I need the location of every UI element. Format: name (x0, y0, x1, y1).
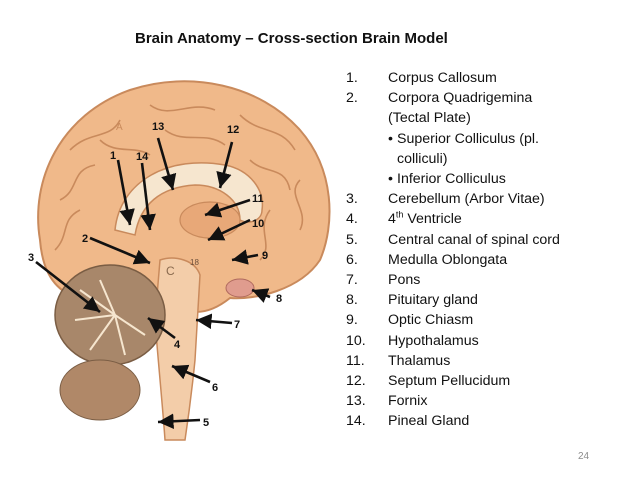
legend-item: 1. Corpus Callosum (346, 68, 636, 88)
legend-number: 4. (346, 211, 358, 228)
model-letter-c: C (166, 264, 175, 278)
callout-4: 4 (174, 339, 181, 351)
legend-label: Septum Pellucidum (388, 373, 511, 390)
callout-arrows (35, 137, 271, 430)
legend-label: 4th Ventricle (388, 209, 462, 228)
legend-number: 1. (346, 70, 358, 86)
callout-3: 3 (28, 252, 34, 264)
model-number-18: 18 (190, 258, 199, 267)
legend-label: Central canal of spinal cord (388, 231, 560, 248)
legend-label: Fornix (388, 393, 428, 410)
legend-continuation: (Tectal Plate) (388, 110, 471, 127)
callout-8: 8 (276, 293, 282, 305)
slide-title: Brain Anatomy – Cross-section Brain Mode… (135, 30, 448, 47)
callout-12: 12 (227, 124, 239, 136)
legend-item: 2. Corpora Quadrigemina (346, 88, 636, 108)
legend-label-rest: Ventricle (403, 211, 462, 228)
legend-number: 7. (346, 272, 358, 289)
structure-legend: 1. Corpus Callosum 2. Corpora Quadrigemi… (346, 68, 636, 432)
callout-1: 1 (110, 150, 116, 162)
legend-label: Thalamus (388, 352, 451, 369)
legend-item: 5. Central canal of spinal cord (346, 230, 636, 250)
legend-label: Cerebellum (Arbor Vitae) (388, 191, 545, 208)
legend-item: 13. Fornix (346, 391, 636, 411)
legend-number: 11. (346, 352, 365, 369)
legend-item: 8. Pituitary gland (346, 290, 636, 310)
callout-10: 10 (252, 218, 264, 230)
legend-label: Pineal Gland (388, 413, 470, 430)
callout-2: 2 (82, 233, 88, 245)
legend-label-number: 4 (388, 211, 396, 228)
arbor-vitae (74, 279, 146, 356)
callout-6: 6 (212, 382, 218, 394)
bullet-icon: • (388, 171, 393, 188)
legend-label: Pituitary gland (388, 292, 478, 309)
legend-label: Pons (388, 272, 421, 289)
legend-number: 2. (346, 90, 358, 107)
legend-item: 12. Septum Pellucidum (346, 371, 636, 391)
legend-label: Hypothalamus (388, 332, 479, 349)
gyri-lines (54, 104, 304, 261)
callout-5: 5 (203, 417, 209, 429)
callout-13: 13 (152, 121, 164, 133)
page-number: 24 (578, 451, 590, 462)
legend-number: 9. (346, 312, 358, 329)
legend-item: 4. 4th Ventricle (346, 209, 636, 229)
legend-label: Corpus Callosum (388, 70, 497, 86)
legend-subitem-continuation: colliculi) (397, 150, 448, 167)
legend-label: Medulla Oblongata (388, 251, 508, 268)
bullet-icon: • (388, 130, 393, 147)
callout-14: 14 (136, 151, 149, 163)
legend-label: Optic Chiasm (388, 312, 474, 329)
legend-subitem: • Superior Colliculus (pl. (388, 129, 636, 149)
legend-number: 13. (346, 393, 366, 410)
legend-item: 9. Optic Chiasm (346, 310, 636, 330)
legend-sublabel: Inferior Colliculus (397, 171, 506, 188)
legend-sublabel: Superior Colliculus (pl. (397, 130, 539, 147)
legend-number: 12. (346, 373, 366, 390)
legend-number: 6. (346, 251, 358, 268)
legend-item: 3. Cerebellum (Arbor Vitae) (346, 189, 636, 209)
pituitary-shape (225, 278, 255, 298)
callout-11: 11 (252, 193, 264, 205)
legend-item: 6. Medulla Oblongata (346, 250, 636, 270)
occipital-shadow (59, 359, 141, 421)
legend-number: 5. (346, 231, 358, 248)
legend-item: 10. Hypothalamus (346, 331, 636, 351)
model-letter-a: A (116, 122, 123, 133)
legend-subitem: • Inferior Colliculus (388, 169, 636, 189)
legend-number: 14. (346, 413, 366, 430)
brain-model-figure: A C 18 1 2 3 4 5 6 7 (28, 80, 331, 441)
legend-label-superscript: th (395, 209, 404, 220)
callout-7: 7 (234, 319, 240, 331)
legend-number: 8. (346, 292, 358, 309)
legend-item: 14. Pineal Gland (346, 411, 636, 431)
legend-item: 7. Pons (346, 270, 636, 290)
legend-number: 10. (346, 332, 366, 349)
legend-sublist: • Superior Colliculus (pl. colliculi) • … (346, 129, 636, 190)
legend-item: 11. Thalamus (346, 351, 636, 371)
legend-label: Corpora Quadrigemina (388, 90, 533, 107)
callout-9: 9 (262, 250, 268, 262)
legend-number: 3. (346, 191, 358, 208)
